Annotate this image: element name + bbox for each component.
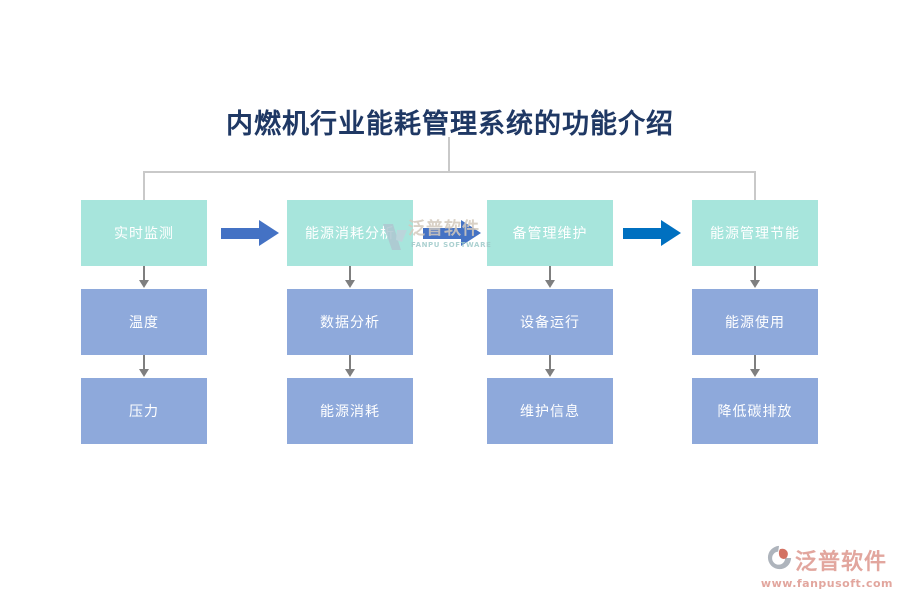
item-box: 压力 — [81, 378, 207, 444]
down-arrow-icon — [345, 266, 355, 288]
connector-stem — [448, 137, 450, 171]
down-arrow-icon — [750, 355, 760, 377]
right-arrow-icon — [423, 220, 481, 246]
down-arrow-icon — [139, 266, 149, 288]
header-box: 能源管理节能 — [692, 200, 818, 266]
page-title: 内燃机行业能耗管理系统的功能介绍 — [226, 109, 674, 140]
header-box: 能源消耗分析 — [287, 200, 413, 266]
item-box: 数据分析 — [287, 289, 413, 355]
connector-drop-right — [754, 171, 756, 200]
item-box: 能源消耗 — [287, 378, 413, 444]
right-arrow-icon — [221, 220, 279, 246]
right-arrow-icon — [623, 220, 681, 246]
header-box: 备管理维护 — [487, 200, 613, 266]
connector-horizontal — [143, 171, 756, 173]
item-box: 设备运行 — [487, 289, 613, 355]
down-arrow-icon — [545, 266, 555, 288]
down-arrow-icon — [345, 355, 355, 377]
connector-drop-left — [143, 171, 145, 200]
flow-column-1: 实时监测 温度 压力 — [81, 200, 207, 445]
flow-column-2: 能源消耗分析 数据分析 能源消耗 — [287, 200, 413, 445]
brand-url: www.fanpusoft.com — [760, 577, 893, 590]
fanpu-logo-icon — [767, 545, 793, 575]
brand-name: 泛普软件 — [794, 549, 887, 575]
item-box: 能源使用 — [692, 289, 818, 355]
down-arrow-icon — [139, 355, 149, 377]
item-box: 温度 — [81, 289, 207, 355]
flow-column-4: 能源管理节能 能源使用 降低碳排放 — [692, 200, 818, 445]
down-arrow-icon — [750, 266, 760, 288]
header-box: 实时监测 — [81, 200, 207, 266]
down-arrow-icon — [545, 355, 555, 377]
item-box: 维护信息 — [487, 378, 613, 444]
item-box: 降低碳排放 — [692, 378, 818, 444]
flow-column-3: 备管理维护 设备运行 维护信息 — [487, 200, 613, 445]
brand-watermark: 泛普软件 www.fanpusoft.com — [761, 544, 893, 590]
